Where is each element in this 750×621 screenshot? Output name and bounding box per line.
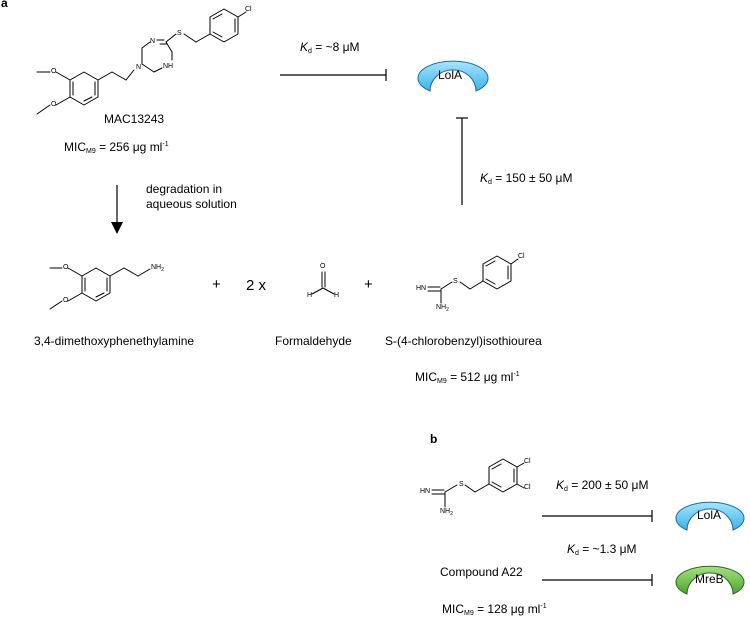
panel-label-a: a: [1, 0, 8, 10]
degradation-arrowhead: [111, 222, 123, 234]
compound-a22-mic: MICM9 = 128 μg ml-1: [442, 602, 547, 617]
inhibition-isothiourea-to-lola: [456, 117, 468, 205]
lola-label-a: LolA: [438, 68, 463, 82]
atom-s: S: [459, 481, 464, 488]
isothiourea-structure: [427, 255, 519, 304]
compound-a22-name: Compound A22: [440, 565, 523, 579]
inhibition-mac-to-lola: [280, 69, 387, 81]
kd-a22-mreb: Kd = ~1.3 μM: [567, 542, 637, 557]
compound-a22-structure: [431, 458, 525, 508]
atom-o: O: [320, 263, 326, 270]
formaldehyde-structure: [311, 271, 335, 295]
atom-n: N: [150, 38, 156, 45]
atom-s: S: [177, 30, 182, 37]
degradation-line-1: degradation in: [146, 182, 223, 196]
plus-sign: +: [364, 276, 373, 293]
atom-cl: Cl: [524, 458, 531, 465]
product3-name: S-(4-chlorobenzyl)isothiourea: [385, 334, 542, 348]
atom-nh2: NH2: [151, 264, 164, 273]
atom-o: O: [63, 264, 69, 271]
atom-o: O: [51, 68, 57, 75]
atom-h: H: [334, 292, 340, 299]
atom-hn: HN: [420, 488, 431, 495]
two-x-label: 2 x: [246, 277, 267, 294]
atom-o: O: [51, 101, 57, 108]
atom-o: O: [63, 297, 69, 304]
plus-sign: +: [212, 276, 221, 293]
panel-label-b: b: [430, 432, 438, 446]
atom-h: H: [307, 292, 313, 299]
atom-s: S: [453, 278, 458, 285]
mreb-protein-shape: [675, 565, 745, 595]
atom-nh: NH: [163, 63, 174, 70]
inhibition-a22-to-mreb: [542, 574, 653, 586]
atom-nh2: NH2: [440, 508, 453, 517]
atom-cl: Cl: [245, 6, 252, 13]
inhibition-a22-to-lola: [542, 510, 653, 522]
product1-name: 3,4-dimethoxyphenethylamine: [34, 334, 195, 348]
mac13243-name: MAC13243: [104, 112, 165, 126]
atom-hn: HN: [416, 285, 427, 292]
mac13243-mic: MICM9 = 256 μg ml-1: [64, 140, 169, 155]
lola-label-b: LolA: [697, 508, 722, 522]
degradation-line-2: aqueous solution: [146, 197, 237, 211]
product2-name: Formaldehyde: [275, 334, 352, 348]
lola-protein-shape-a: [417, 60, 489, 92]
atom-n: N: [136, 64, 142, 71]
atom-nh2: NH2: [436, 304, 449, 313]
lola-protein-shape-b: [675, 501, 745, 531]
kd-isothiourea-lola: Kd = 150 ± 50 μM: [480, 171, 573, 186]
kd-mac-lola: Kd = ~8 μM: [300, 40, 360, 55]
product3-mic: MICM9 = 512 μg ml-1: [415, 370, 520, 385]
phenethylamine-structure: [49, 267, 151, 310]
atom-cl: Cl: [518, 253, 525, 260]
atom-cl: Cl: [524, 484, 531, 491]
mac13243-structure: [36, 8, 247, 115]
mreb-label: MreB: [695, 572, 724, 586]
kd-a22-lola: Kd = 200 ± 50 μM: [556, 478, 649, 493]
